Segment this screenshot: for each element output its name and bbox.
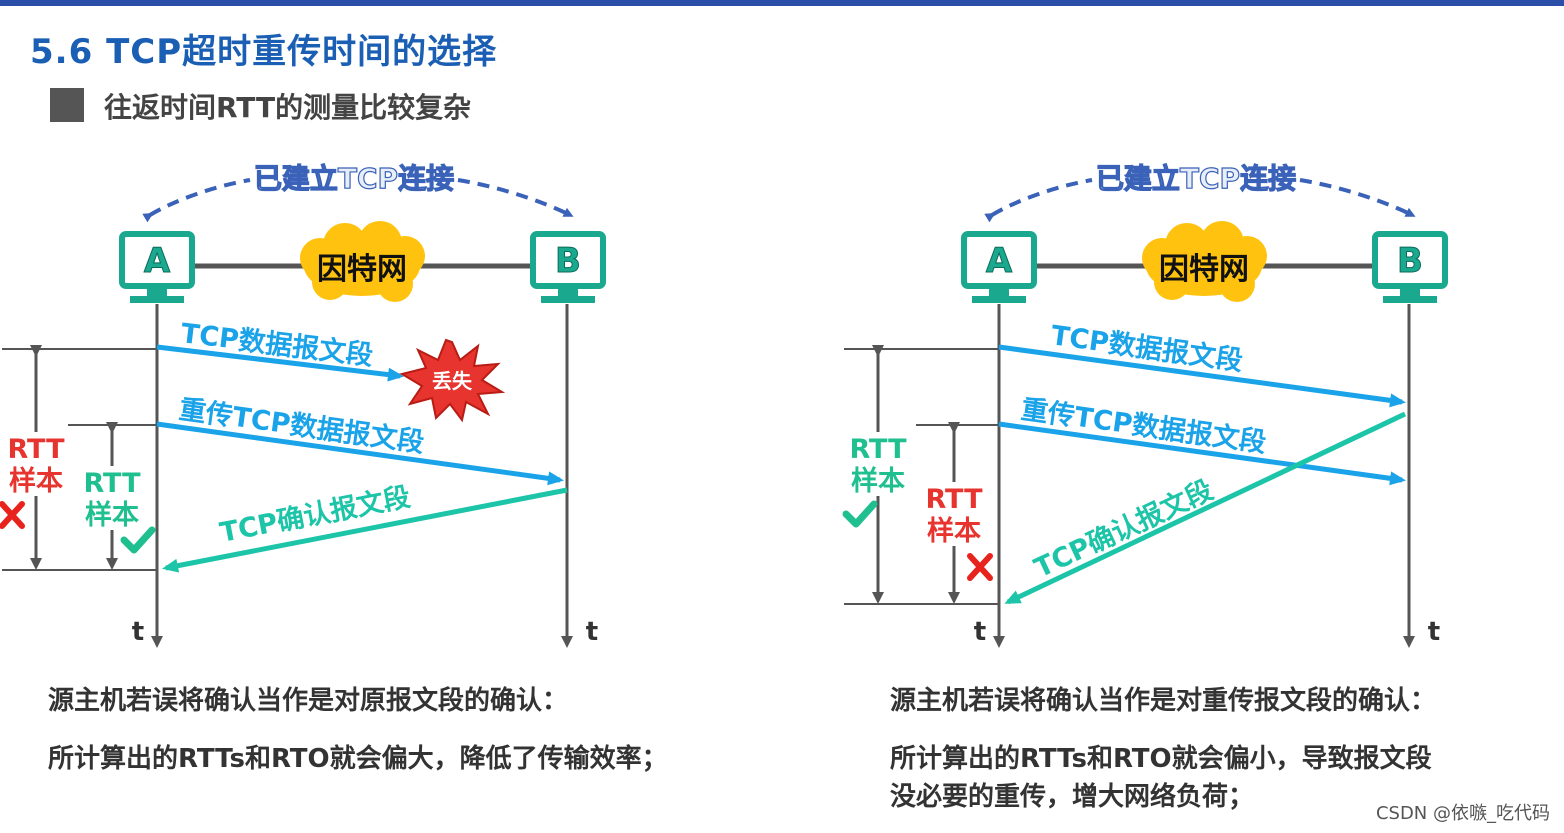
left-retransmit-arrow: [156, 421, 564, 486]
right-internet-cloud-icon: 因特网: [1142, 221, 1267, 302]
left-ack-arrow: [162, 487, 568, 573]
right-check-icon: [842, 500, 878, 528]
left-host-a-label: A: [144, 241, 171, 281]
left-rtt-red-line1: RTT: [7, 434, 65, 465]
left-cross-icon: [0, 501, 25, 529]
right-rtt-green-line2: 样本: [851, 465, 905, 497]
right-retransmit-label: 重传TCP数据报文段: [1019, 393, 1268, 459]
bullet-square: [50, 88, 84, 122]
slide-subtitle: 往返时间RTT的测量比较复杂: [104, 91, 472, 124]
left-rtt-green-line1: RTT: [83, 468, 141, 499]
right-time-label-a: t: [974, 617, 986, 647]
right-segment-arrow: [998, 344, 1406, 408]
left-rtt-red-line2: 样本: [9, 465, 63, 497]
right-time-label-b: t: [1428, 617, 1440, 647]
lost-burst-icon: 丢失: [399, 338, 506, 423]
right-caption-line2: 所计算出的RTTs和RTO就会偏小，导致报文段: [890, 744, 1432, 774]
right-cross-icon: [967, 553, 993, 581]
right-host-a-computer-icon: A: [961, 231, 1037, 303]
right-host-b-computer-icon: B: [1372, 231, 1448, 303]
watermark: CSDN @依嗾_吃代码: [1375, 803, 1550, 824]
left-network-label: 因特网: [317, 252, 407, 287]
left-connection-label: 已建立TCP连接: [254, 162, 454, 195]
right-connection-label: 已建立TCP连接: [1096, 162, 1296, 195]
lost-label: 丢失: [432, 369, 473, 393]
right-rtt-green-line1: RTT: [849, 434, 907, 465]
left-time-label-b: t: [586, 617, 598, 647]
left-host-b-label: B: [555, 241, 581, 281]
left-check-icon: [120, 526, 156, 554]
slide-title: 5.6 TCP超时重传时间的选择: [30, 32, 498, 72]
right-rtt-red-line1: RTT: [925, 484, 983, 515]
right-ack-arrow: [1004, 411, 1407, 605]
left-caption-line1: 源主机若误将确认当作是对原报文段的确认：: [48, 686, 569, 716]
right-host-a-label: A: [986, 241, 1013, 281]
left-time-label-a: t: [132, 617, 144, 647]
left-retransmit-label: 重传TCP数据报文段: [177, 393, 426, 459]
left-connection-arc-right: [457, 178, 574, 217]
right-connection-arc-right: [1299, 178, 1416, 217]
left-diagram: 已建立TCP连接 A B 因特网: [0, 161, 606, 648]
left-connection-arc: [142, 178, 251, 223]
left-internet-cloud-icon: 因特网: [300, 221, 425, 302]
left-caption-line2: 所计算出的RTTs和RTO就会偏大，降低了传输效率；: [48, 744, 668, 774]
right-ack-label: TCP确认报文段: [1029, 474, 1217, 585]
right-host-b-label: B: [1397, 241, 1423, 281]
left-host-b-computer-icon: B: [530, 231, 606, 303]
left-host-a-computer-icon: A: [119, 231, 195, 303]
top-bar: [0, 0, 1564, 6]
right-diagram: 已建立TCP连接 A B 因特网 t t: [842, 161, 1448, 648]
right-connection-arc: [984, 178, 1093, 223]
right-caption-line1: 源主机若误将确认当作是对重传报文段的确认：: [890, 686, 1437, 716]
left-rtt-green-line2: 样本: [85, 499, 139, 531]
right-rtt-red-line2: 样本: [927, 515, 981, 547]
right-retransmit-arrow: [998, 421, 1406, 486]
right-network-label: 因特网: [1159, 252, 1249, 287]
right-caption-line3: 没必要的重传，增大网络负荷；: [890, 782, 1255, 812]
left-segment-arrow: [156, 344, 404, 382]
